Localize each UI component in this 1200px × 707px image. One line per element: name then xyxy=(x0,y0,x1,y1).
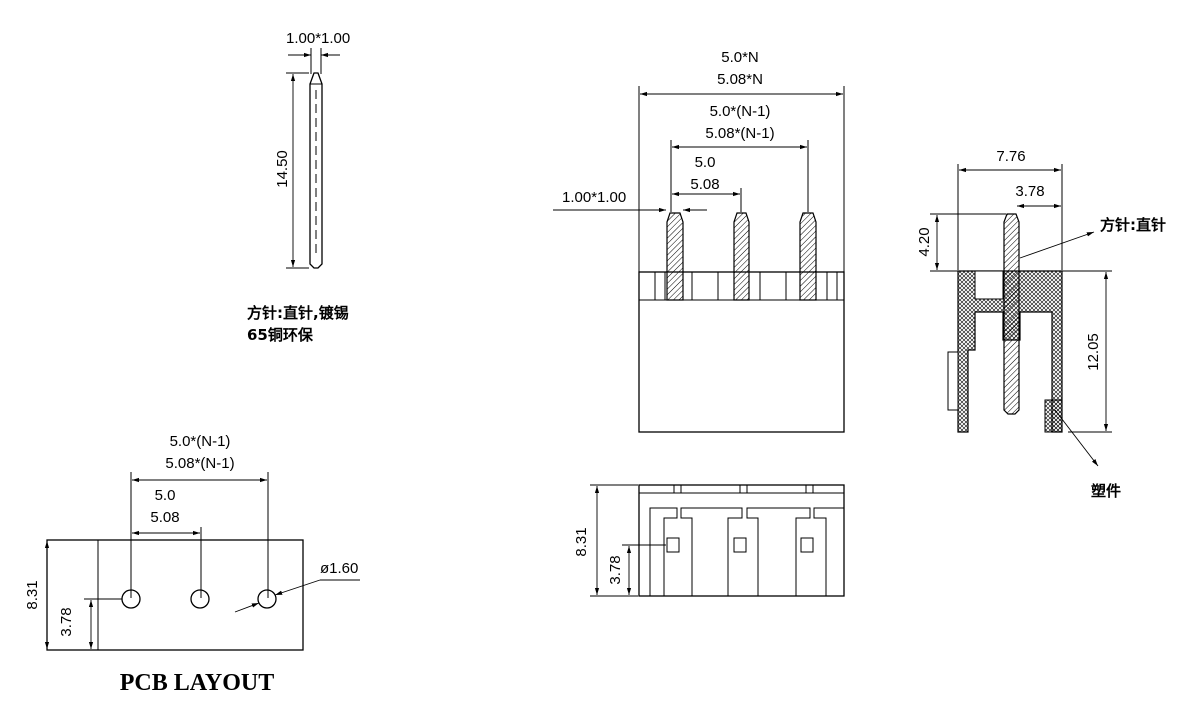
bottom-rib-1 xyxy=(649,507,678,596)
side-offset-label: 3.78 xyxy=(1015,183,1044,200)
side-plastic-label: 塑件 xyxy=(1091,482,1121,500)
pcb-outline xyxy=(46,539,304,651)
side-pin-label: 方针:直针 xyxy=(1100,216,1166,234)
pcb-layout-title: PCB LAYOUT xyxy=(120,670,274,696)
overall-width-label-a: 5.0*N xyxy=(721,49,759,66)
hole-dia-arrow-lower xyxy=(234,602,260,613)
pin-height-label: 4.20 xyxy=(916,227,933,256)
plastic-leader xyxy=(1054,409,1099,467)
pcb-pitch-label-a: 5.0 xyxy=(155,487,176,504)
pin-detail-view: 1.00*1.00 14.50 方针:直针,镀锡 65铜环保 xyxy=(247,30,350,344)
side-pin xyxy=(1003,213,1020,415)
front-view: 5.0*N 5.08*N 5.0*(N-1) 5.08*(N-1) 5.0 5.… xyxy=(553,49,845,433)
pcb-span-label-b: 5.08*(N-1) xyxy=(165,455,234,472)
bottom-pin-hole-2 xyxy=(733,537,747,553)
bottom-rib-4 xyxy=(813,507,844,596)
pitch-label-b: 5.08 xyxy=(690,176,719,193)
span-label-a: 5.0*(N-1) xyxy=(710,103,771,120)
body-height-label: 12.05 xyxy=(1085,333,1102,371)
slot xyxy=(691,271,719,301)
pcb-offset-label: 3.78 xyxy=(58,607,75,636)
length-label: 14.50 xyxy=(274,150,291,188)
bottom-top-notches xyxy=(673,485,814,493)
front-pin-size-label: 1.00*1.00 xyxy=(562,189,626,206)
pitch-label-a: 5.0 xyxy=(695,154,716,171)
pcb-pitch-label-b: 5.08 xyxy=(150,509,179,526)
front-pin-2 xyxy=(733,212,750,301)
slot xyxy=(759,271,787,301)
side-latch xyxy=(947,351,959,411)
side-foot xyxy=(1044,399,1063,433)
slot xyxy=(654,271,666,301)
pin-size-label: 1.00*1.00 xyxy=(286,30,350,47)
bottom-rib-2 xyxy=(680,507,743,596)
pin-note-line2: 65铜环保 xyxy=(247,326,314,344)
bottom-view: 8.31 3.78 xyxy=(573,484,845,597)
pcb-depth-label: 8.31 xyxy=(24,580,41,609)
bottom-rib-3 xyxy=(746,507,811,596)
bottom-depth-label: 8.31 xyxy=(573,527,590,556)
pcb-hole-3 xyxy=(257,589,277,609)
side-view: 7.76 3.78 4.20 12.05 方针:直针 塑件 xyxy=(916,148,1166,500)
bottom-pin-hole-3 xyxy=(800,537,814,553)
front-pin-1 xyxy=(666,212,684,301)
pcb-layout-view: 5.0*(N-1) 5.08*(N-1) 5.0 5.08 ø1.60 8.31… xyxy=(24,433,360,696)
front-body-slots xyxy=(654,271,838,301)
slot xyxy=(826,271,838,301)
span-label-b: 5.08*(N-1) xyxy=(705,125,774,142)
bottom-pin-hole-1 xyxy=(666,537,680,553)
front-pins xyxy=(666,212,817,301)
bottom-body-outline xyxy=(638,484,845,597)
overall-width-label-b: 5.08*N xyxy=(717,71,763,88)
side-width-label: 7.76 xyxy=(996,148,1025,165)
side-housing-cavity xyxy=(974,270,1004,300)
hole-dia-arrow-upper xyxy=(274,579,321,596)
hole-dia-label: ø1.60 xyxy=(320,560,358,577)
pin-note-line1: 方针:直针,镀锡 xyxy=(247,304,349,322)
pin-leader xyxy=(1019,231,1095,259)
pcb-span-label-a: 5.0*(N-1) xyxy=(170,433,231,450)
pcb-hole-2 xyxy=(190,589,210,609)
bottom-offset-label: 3.78 xyxy=(607,555,624,584)
front-pin-3 xyxy=(799,212,817,301)
